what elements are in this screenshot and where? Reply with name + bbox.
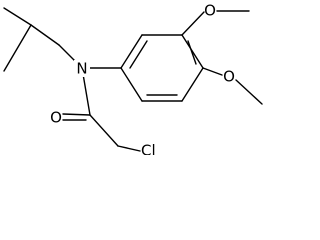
bond-carbonyl-ch2: [89, 114, 119, 147]
ring-double-inner-2: [187, 40, 197, 65]
methoxy-oxygen-3-label: O: [204, 2, 216, 20]
methoxy-oxygen-4-label: O: [223, 68, 235, 86]
bond-ch-ch2: [30, 24, 60, 46]
bond-ring-o4: [202, 67, 223, 76]
bond-ch2-cl: [117, 145, 141, 152]
ring-double-inner-1: [129, 40, 148, 69]
chlorine-label: Cl: [141, 142, 156, 156]
bond-carbonyl-double-a: [62, 113, 91, 116]
ring-bond-4: [181, 67, 204, 102]
bond-ring-o3: [181, 11, 205, 36]
ring-bond-1: [120, 34, 143, 69]
bond-ch-methyl-bottom: [3, 24, 32, 72]
nitrogen-label: N: [76, 60, 87, 78]
ring-bond-3: [181, 34, 204, 69]
ring-bond-6: [120, 67, 143, 102]
carbonyl-oxygen-label: O: [50, 109, 62, 127]
bond-o4-methyl: [235, 79, 263, 105]
bond-methyl-top: [3, 7, 32, 26]
nitrogen-label-bg: [74, 60, 90, 77]
chemical-structure: N O Cl O O: [3, 2, 263, 156]
